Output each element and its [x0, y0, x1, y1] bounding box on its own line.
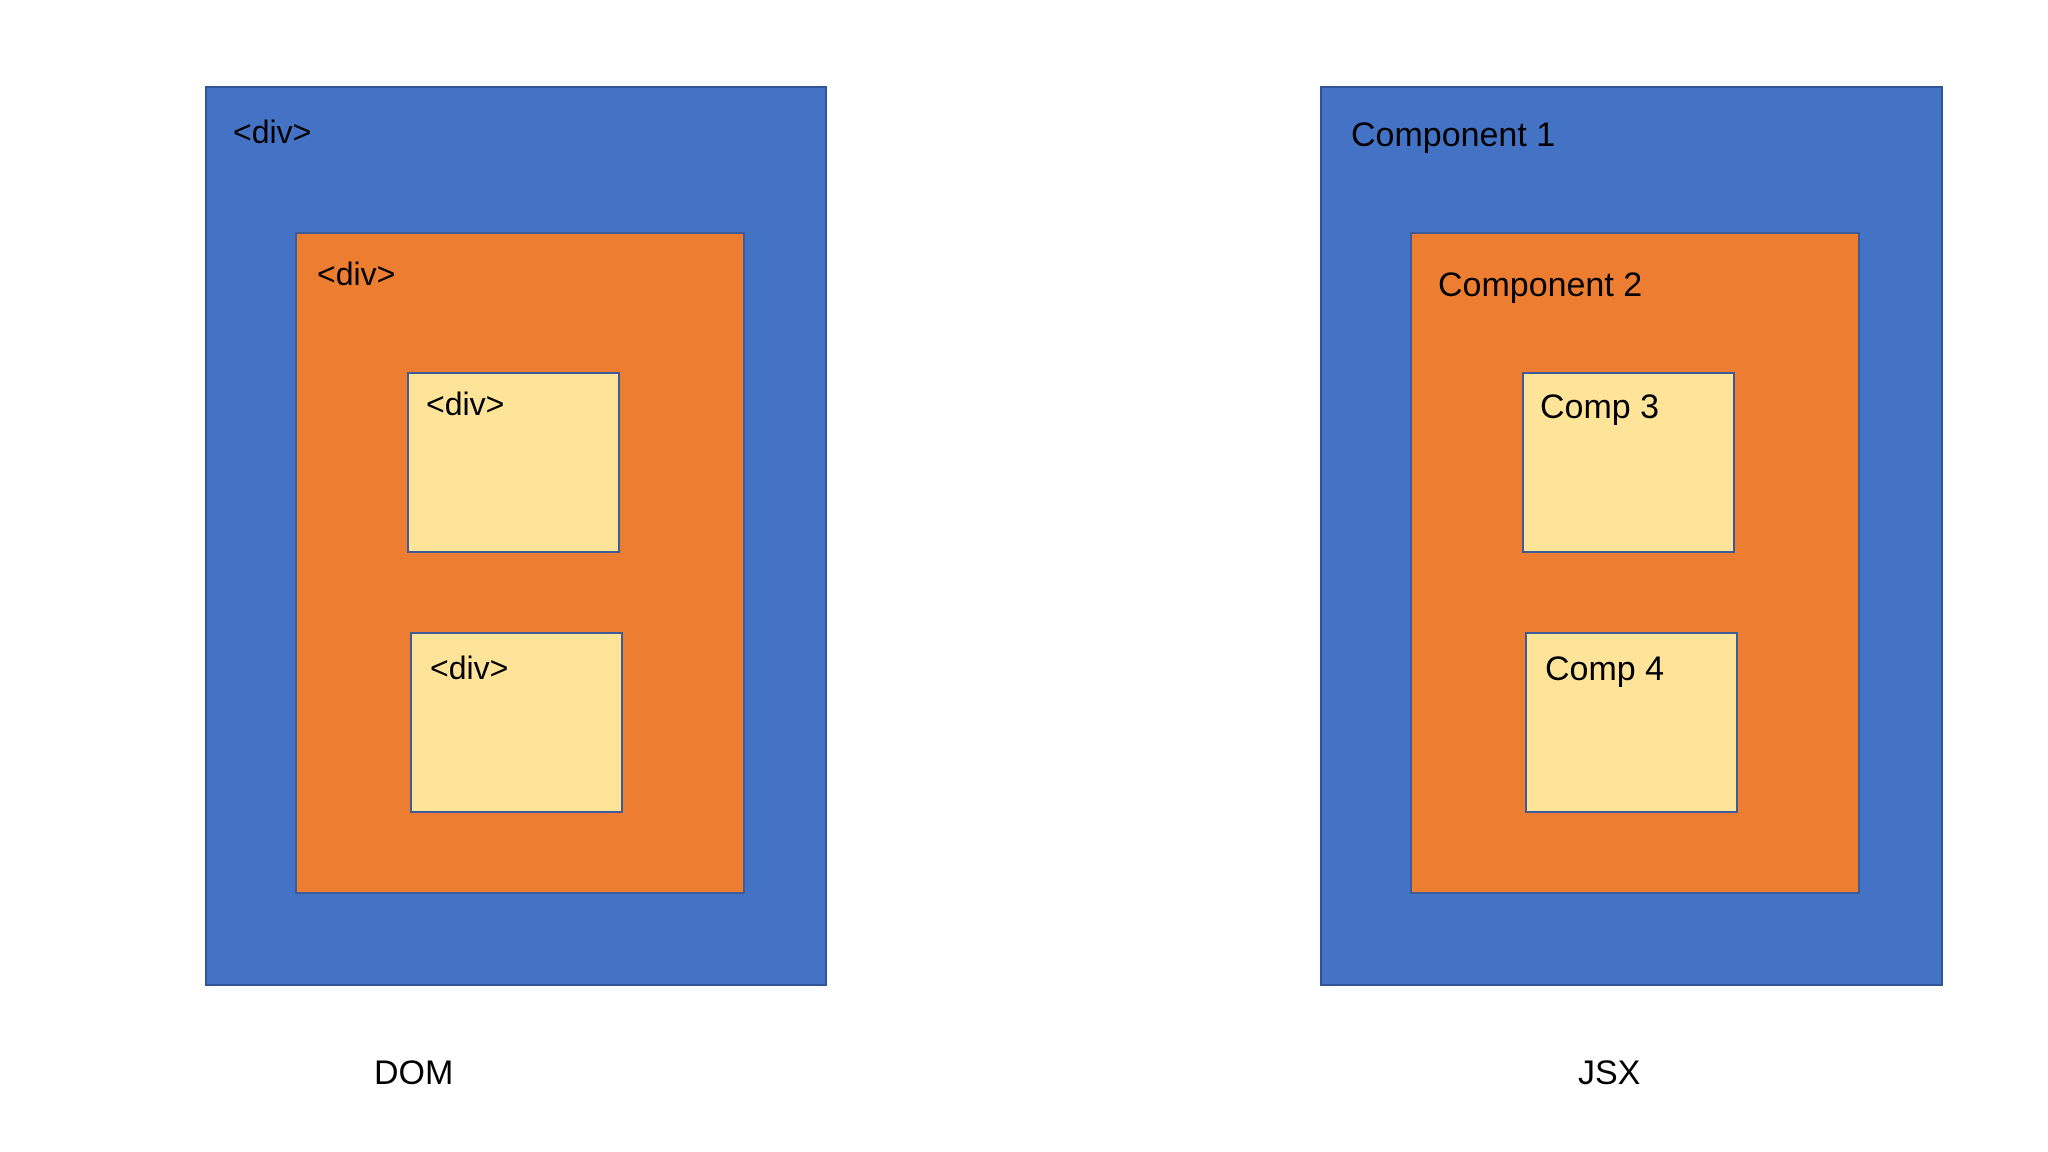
dom-inner-top-label: <div>	[426, 386, 505, 422]
dom-inner-top-box: <div>	[407, 372, 620, 553]
jsx-inner-top-label: Comp 3	[1540, 388, 1660, 426]
jsx-inner-top-box: Comp 3	[1522, 372, 1735, 553]
dom-middle-label: <div>	[317, 256, 396, 292]
dom-caption: DOM	[374, 1054, 454, 1092]
dom-inner-bottom-label: <div>	[430, 650, 509, 686]
jsx-middle-label: Component 2	[1438, 266, 1643, 304]
jsx-inner-bottom-label: Comp 4	[1545, 650, 1665, 688]
jsx-outer-label: Component 1	[1351, 116, 1556, 154]
jsx-caption: JSX	[1578, 1054, 1641, 1092]
dom-inner-bottom-box: <div>	[410, 632, 623, 813]
jsx-inner-bottom-box: Comp 4	[1525, 632, 1738, 813]
dom-outer-label: <div>	[233, 114, 312, 150]
